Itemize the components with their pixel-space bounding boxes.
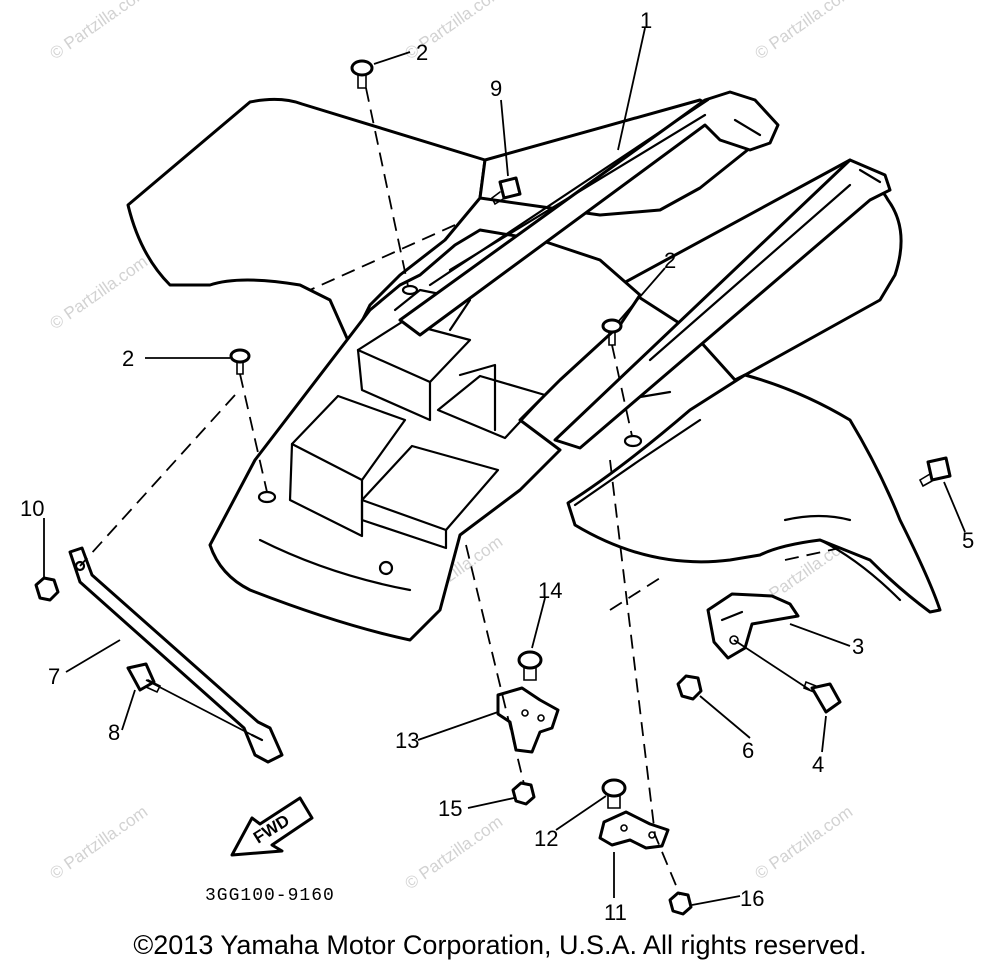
bolt-14 xyxy=(517,650,543,681)
callout-5: 5 xyxy=(962,528,974,553)
callout-13: 13 xyxy=(395,728,419,753)
bolt-4 xyxy=(803,680,842,714)
callout-4: 4 xyxy=(812,752,824,777)
nut-16 xyxy=(668,891,693,916)
callout-10: 10 xyxy=(20,496,44,521)
drawing-code: 3GG100-9160 xyxy=(205,886,335,906)
screw-2-left xyxy=(229,348,251,375)
watermark: © Partzilla.com xyxy=(46,0,151,63)
bolt-9 xyxy=(490,176,522,206)
callout-9: 9 xyxy=(490,76,502,101)
nut-6 xyxy=(676,674,703,701)
callout-2-right: 2 xyxy=(664,248,676,273)
callout-6: 6 xyxy=(742,738,754,763)
callout-7: 7 xyxy=(48,664,60,689)
watermark: © Partzilla.com xyxy=(46,252,151,333)
callout-2-top: 2 xyxy=(416,40,428,65)
callout-2-left: 2 xyxy=(122,346,134,371)
grab-bar-1 xyxy=(398,90,780,337)
callout-3: 3 xyxy=(852,634,864,659)
bracket-11 xyxy=(598,810,670,850)
watermark: © Partzilla.com xyxy=(751,802,856,883)
stay-bar xyxy=(68,546,284,764)
watermark: © Partzilla.com xyxy=(46,802,151,883)
copyright-notice: ©2013 Yamaha Motor Corporation, U.S.A. A… xyxy=(133,930,867,960)
callout-1: 1 xyxy=(640,8,652,33)
nut-15 xyxy=(511,781,536,806)
callout-labels: 1 2 2 2 9 10 7 8 14 13 15 12 11 16 3 6 4… xyxy=(20,8,974,925)
reflector-bracket-3 xyxy=(706,592,800,660)
watermark: © Partzilla.com xyxy=(401,812,506,893)
bolt-5 xyxy=(918,456,952,488)
callout-leaders xyxy=(43,27,966,906)
callout-14: 14 xyxy=(538,578,562,603)
callout-16: 16 xyxy=(740,886,764,911)
nut-10 xyxy=(34,576,60,602)
fwd-arrow: FWD xyxy=(230,796,314,857)
callout-15: 15 xyxy=(438,796,462,821)
watermark: © Partzilla.com xyxy=(751,0,856,63)
screw-2-top xyxy=(350,59,374,89)
assembly-lines xyxy=(79,87,841,896)
screw-2-right xyxy=(601,318,623,346)
bolt-8 xyxy=(126,662,162,694)
bolt-12 xyxy=(601,778,627,809)
grab-bar-2 xyxy=(553,158,892,450)
callout-12: 12 xyxy=(534,826,558,851)
fender-assembly-diagram: © Partzilla.com © Partzilla.com © Partzi… xyxy=(20,0,974,925)
bracket-13 xyxy=(496,686,560,754)
callout-8: 8 xyxy=(108,720,120,745)
callout-11: 11 xyxy=(604,900,627,925)
